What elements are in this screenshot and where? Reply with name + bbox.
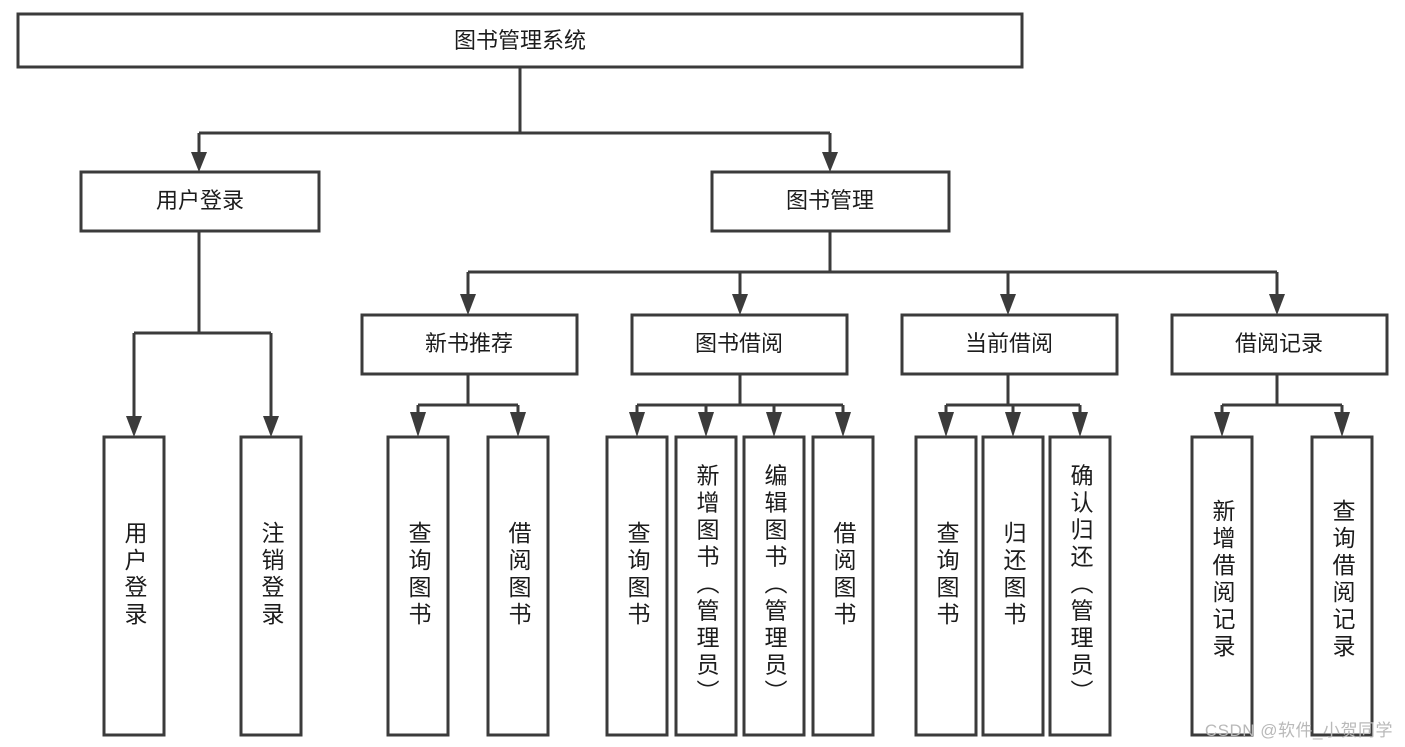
node-leaf-borrow-book-1-box[interactable] <box>486 435 550 737</box>
node-current[interactable]: 当前借阅 <box>900 313 1119 376</box>
node-leaf-user-login-label: 用户登录 <box>121 521 148 629</box>
arrow-head-leaf-borrow-book-1 <box>510 412 526 437</box>
node-newbook-box[interactable] <box>360 313 579 376</box>
node-root-box[interactable] <box>16 12 1024 69</box>
arrow-head-bookmgmt <box>822 152 838 172</box>
node-leaf-user-login[interactable]: 用户登录 <box>102 435 166 737</box>
node-leaf-add-record-label: 新增借阅记录 <box>1209 499 1236 661</box>
node-leaf-edit-book-box[interactable] <box>742 435 806 737</box>
node-leaf-edit-book-label: 编辑图书（管理员） <box>761 464 788 707</box>
node-bookmgmt[interactable]: 图书管理 <box>710 170 951 233</box>
node-root-label: 图书管理系统 <box>454 28 586 53</box>
node-leaf-logout[interactable]: 注销登录 <box>239 435 303 737</box>
connector-group-bookmgmt <box>460 231 1285 315</box>
arrow-head-borrow <box>732 294 748 315</box>
arrow-head-leaf-return-book <box>1005 412 1021 437</box>
node-leaf-logout-box[interactable] <box>239 435 303 737</box>
arrow-head-leaf-query-book-2 <box>629 412 645 437</box>
connector-group-login <box>126 231 279 437</box>
node-leaf-query-book-3[interactable]: 查询图书 <box>914 435 978 737</box>
arrow-head-leaf-query-record <box>1334 412 1350 437</box>
node-leaf-return-book[interactable]: 归还图书 <box>981 435 1045 737</box>
arrow-head-leaf-add-book <box>698 412 714 437</box>
arrow-head-leaf-user-login <box>126 416 142 437</box>
node-leaf-query-book-2-label: 查询图书 <box>624 521 651 629</box>
node-bookmgmt-box[interactable] <box>710 170 951 233</box>
arrow-head-record <box>1269 294 1285 315</box>
node-record[interactable]: 借阅记录 <box>1170 313 1389 376</box>
connector-group-record <box>1214 374 1350 437</box>
node-borrow[interactable]: 图书借阅 <box>630 313 849 376</box>
node-leaf-borrow-book-1-label: 借阅图书 <box>505 521 532 629</box>
arrow-head-leaf-edit-book <box>766 412 782 437</box>
arrow-head-current <box>1000 294 1016 315</box>
arrow-head-leaf-add-record <box>1214 412 1230 437</box>
node-leaf-add-record[interactable]: 新增借阅记录 <box>1190 435 1254 737</box>
node-newbook-label: 新书推荐 <box>425 331 513 356</box>
node-leaf-logout-label: 注销登录 <box>258 521 285 629</box>
arrow-head-leaf-logout <box>263 416 279 437</box>
node-leaf-query-book-1[interactable]: 查询图书 <box>386 435 450 737</box>
arrow-head-newbook <box>460 294 476 315</box>
node-leaf-borrow-book-1[interactable]: 借阅图书 <box>486 435 550 737</box>
node-leaf-add-record-box[interactable] <box>1190 435 1254 737</box>
node-leaf-query-book-2-box[interactable] <box>605 435 669 737</box>
node-leaf-query-book-1-label: 查询图书 <box>405 521 432 629</box>
arrow-head-login <box>191 152 207 172</box>
node-leaf-query-record-box[interactable] <box>1310 435 1374 737</box>
node-leaf-return-book-label: 归还图书 <box>1000 521 1027 629</box>
arrow-head-leaf-confirm-return <box>1072 412 1088 437</box>
node-leaf-query-book-3-box[interactable] <box>914 435 978 737</box>
connector-group-current <box>938 374 1088 437</box>
connector-group-newbook <box>410 374 526 437</box>
node-borrow-label: 图书借阅 <box>695 331 783 356</box>
node-leaf-add-book[interactable]: 新增图书（管理员） <box>674 435 738 737</box>
node-record-label: 借阅记录 <box>1235 331 1323 356</box>
node-leaf-add-book-box[interactable] <box>674 435 738 737</box>
node-leaf-confirm-return-label: 确认归还（管理员） <box>1067 464 1094 707</box>
node-leaf-query-record-label: 查询借阅记录 <box>1329 499 1356 661</box>
node-leaf-borrow-book-2[interactable]: 借阅图书 <box>811 435 875 737</box>
node-leaf-query-book-1-box[interactable] <box>386 435 450 737</box>
node-newbook[interactable]: 新书推荐 <box>360 313 579 376</box>
connector-group-borrow <box>629 374 851 437</box>
node-leaf-confirm-return[interactable]: 确认归还（管理员） <box>1048 435 1112 737</box>
node-leaf-user-login-box[interactable] <box>102 435 166 737</box>
node-root[interactable]: 图书管理系统 <box>16 12 1024 69</box>
node-bookmgmt-label: 图书管理 <box>786 188 874 213</box>
node-leaf-return-book-box[interactable] <box>981 435 1045 737</box>
node-leaf-borrow-book-2-box[interactable] <box>811 435 875 737</box>
connector-group-root <box>191 67 838 172</box>
arrow-head-leaf-query-book-1 <box>410 412 426 437</box>
node-login[interactable]: 用户登录 <box>79 170 321 233</box>
arrow-head-leaf-query-book-3 <box>938 412 954 437</box>
node-borrow-box[interactable] <box>630 313 849 376</box>
node-leaf-query-record[interactable]: 查询借阅记录 <box>1310 435 1374 737</box>
node-leaf-add-book-label: 新增图书（管理员） <box>693 464 720 707</box>
node-current-box[interactable] <box>900 313 1119 376</box>
node-login-box[interactable] <box>79 170 321 233</box>
arrow-head-leaf-borrow-book-2 <box>835 412 851 437</box>
node-leaf-confirm-return-box[interactable] <box>1048 435 1112 737</box>
node-leaf-borrow-book-2-label: 借阅图书 <box>830 521 857 629</box>
node-leaf-edit-book[interactable]: 编辑图书（管理员） <box>742 435 806 737</box>
node-login-label: 用户登录 <box>156 188 244 213</box>
node-leaf-query-book-2[interactable]: 查询图书 <box>605 435 669 737</box>
node-record-box[interactable] <box>1170 313 1389 376</box>
node-leaf-query-book-3-label: 查询图书 <box>933 521 960 629</box>
node-current-label: 当前借阅 <box>965 331 1053 356</box>
